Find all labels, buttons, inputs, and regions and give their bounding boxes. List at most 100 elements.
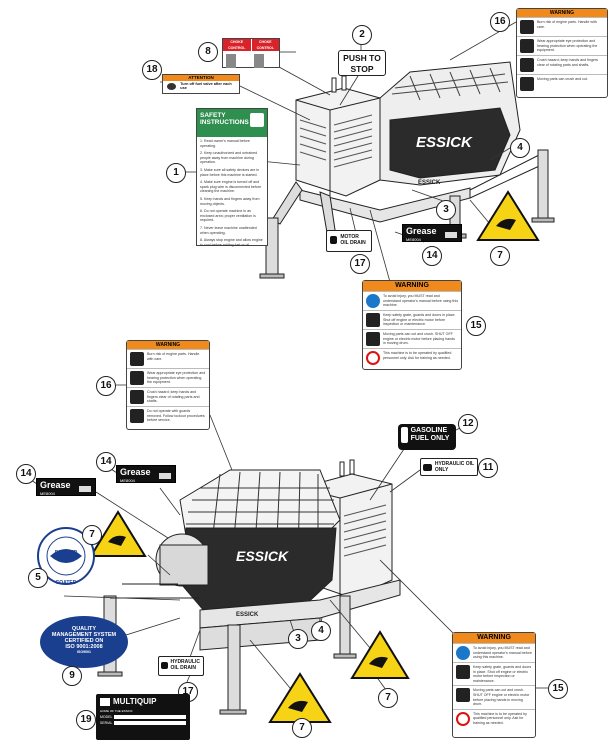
safety-item: 3. Make sure all safety devices are in p… [200, 167, 260, 177]
fuel-pump-icon [401, 427, 408, 443]
callout-18: 18 [142, 60, 162, 80]
no-untrained-icon [456, 711, 470, 726]
callout-14b: 15 [548, 679, 568, 699]
warning-decal-14-bottom: WARNING To avoid injury, you MUST read a… [452, 632, 536, 738]
callout-7: 7 [490, 246, 510, 266]
oil-can-icon [161, 661, 168, 669]
serial-field [114, 721, 186, 725]
callout-2: 2 [352, 25, 372, 45]
read-manual-icon [456, 646, 470, 660]
crush-hazard-triangles [89, 190, 540, 723]
warning-header: WARNING [517, 9, 607, 17]
callout-1: 1 [166, 163, 186, 183]
moving-drum-icon [456, 688, 470, 703]
hydraulic-oil-drain-decal: HYDRAULIC OIL DRAIN [158, 656, 204, 676]
grease-bar [445, 232, 457, 238]
grease-decal-left: Grease ME8004 [36, 478, 96, 496]
safety-item: 4. Make sure engine is turned off and sp… [200, 180, 262, 194]
grease-bar [79, 486, 91, 492]
safety-item: 6. Do not operate machine in an enclosed… [200, 209, 256, 223]
oil-can-icon [423, 463, 432, 471]
attention-text: Turn off fuel valve after each use [180, 82, 232, 90]
warning-decal-14-top: WARNING To avoid injury, you MUST read a… [362, 280, 462, 370]
callout-7c: 7 [292, 718, 312, 738]
iso-certification-seal [40, 616, 128, 668]
safety-item: 7. Never leave machine unattended when o… [200, 225, 257, 235]
valve-icon [167, 82, 177, 90]
attention-header: ATTENTION [163, 75, 239, 81]
warning-header: WARNING [453, 633, 535, 643]
moving-drum-icon [366, 332, 380, 346]
safety-item: 1. Read owner's manual before operating. [200, 139, 250, 148]
callout-9: 9 [62, 666, 82, 686]
moving-parts-icon [130, 409, 144, 423]
hot-surface-icon [520, 20, 534, 34]
grease-decal-mid: Grease ME8004 [116, 465, 176, 483]
safety-item: 2. Keep unauthorized and untrained peopl… [200, 151, 258, 165]
grease-bar [159, 473, 171, 479]
crush-hazard-icon [130, 390, 144, 404]
essick-frame-logo-bottom: ESSICK [236, 612, 259, 618]
hot-surface-icon [130, 352, 144, 366]
crush-hazard-icon [520, 58, 534, 72]
motor-oil-drain-decal: MOTOR OIL DRAIN [326, 230, 372, 252]
hydraulic-oil-only-decal: HYDRAULIC OIL ONLY [420, 458, 478, 476]
warning-header: WARNING [127, 341, 209, 349]
choke-header-left: CHOKE CONTROL [223, 39, 251, 51]
manual-icon [250, 113, 264, 127]
choke-diagram-icon [226, 54, 236, 68]
warning-decal-15-top: WARNING Burn risk of engine parts. Handl… [516, 8, 608, 98]
callout-5: 5 [28, 568, 48, 588]
gasoline-fuel-only-decal: GASOLINE FUEL ONLY [398, 424, 456, 450]
eye-protection-icon [130, 371, 144, 385]
push-to-stop-decal: PUSH TO STOP [338, 50, 386, 76]
eye-protection-icon [520, 39, 534, 53]
multiquip-serial-plate: MULTIQUIP HOME OF THE ESSICK MODEL SERIA… [96, 694, 190, 740]
callout-17: 17 [350, 254, 370, 274]
callout-15b: 16 [96, 376, 116, 396]
safety-instructions-title: SAFETY INSTRUCTIONS [197, 109, 267, 137]
guard-icon [456, 665, 470, 679]
essick-logo-top: ESSICK [416, 134, 472, 151]
guard-icon [366, 313, 380, 327]
crush-triangle-bottom [268, 672, 332, 723]
iso-seal-text: QUALITY MANAGEMENT SYSTEM CERTIFIED ON I… [51, 626, 117, 654]
callout-4b: 4 [311, 621, 331, 641]
callout-3b: 3 [288, 629, 308, 649]
callout-3: 3 [436, 200, 456, 220]
choke-control-decal: CHOKE CONTROL CHOKE CONTROL [222, 38, 280, 68]
callout-19: 19 [76, 710, 96, 730]
choke-header-right: CHOKE CONTROL [251, 39, 279, 51]
safety-instructions-list: 1. Read owner's manual before operating.… [197, 137, 267, 249]
crush-triangle-left [89, 510, 147, 557]
callout-7d: 7 [378, 688, 398, 708]
powder-coated-text: POWDER COATED [54, 550, 78, 586]
callout-11: 11 [478, 458, 498, 478]
essick-logo-bottom: ESSICK [236, 548, 289, 564]
top-mixer-machine [259, 61, 555, 279]
no-untrained-icon [366, 351, 380, 365]
callout-7b: 7 [82, 525, 102, 545]
crush-triangle-top [476, 190, 540, 241]
callout-14: 15 [466, 316, 486, 336]
choke-diagram-icon [254, 54, 264, 68]
safety-item: 8. Always stop engine and allow engine t… [200, 238, 263, 247]
safety-instructions-decal: SAFETY INSTRUCTIONS 1. Read owner's manu… [196, 108, 268, 249]
read-manual-icon [366, 294, 380, 308]
oil-can-icon [330, 236, 338, 244]
callout-13b: 14 [16, 464, 36, 484]
model-field [114, 715, 186, 719]
callout-4: 4 [510, 138, 530, 158]
safety-item: 5. Keep hands and fingers away from movi… [200, 196, 260, 206]
grease-decal-top: Grease ME8004 [402, 224, 462, 242]
bottom-mixer-machine [97, 459, 401, 715]
callout-15: 16 [490, 12, 510, 32]
callout-13: 14 [422, 246, 442, 266]
powder-coated-seal [37, 527, 95, 585]
moving-parts-icon [520, 77, 534, 91]
crush-triangle-right [350, 630, 410, 679]
warning-decal-15-bottom: WARNING Burn risk of engine parts. Handl… [126, 340, 210, 430]
essick-frame-logo-top: ESSICK [418, 180, 441, 186]
callout-13c: 14 [96, 452, 116, 472]
